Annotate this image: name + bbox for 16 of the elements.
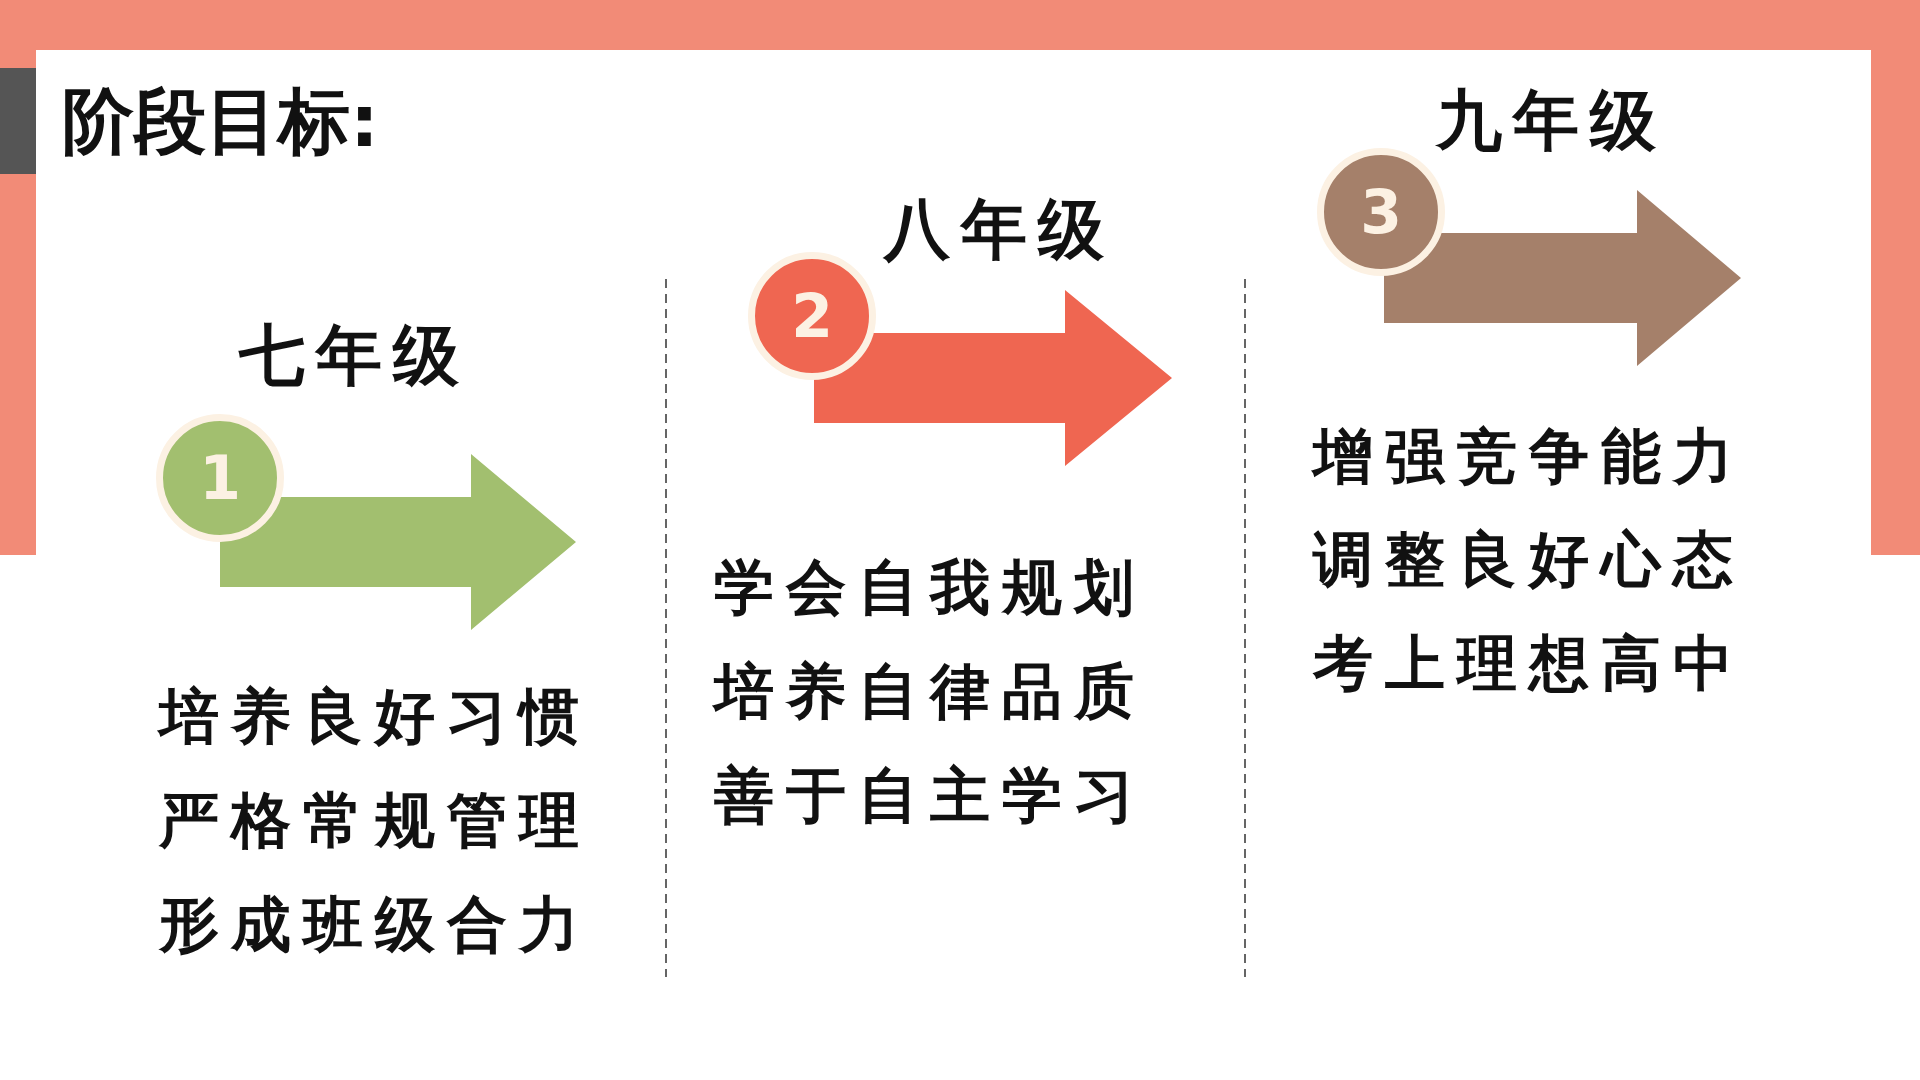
goal-text: 学会自我规划 (714, 551, 1146, 623)
goal-text: 培养良好习惯 (159, 680, 591, 752)
step-number: 1 (199, 448, 241, 508)
goal-text: 形成班级合力 (159, 888, 591, 960)
grade-heading: 八年级 (884, 190, 1115, 270)
step-number: 3 (1360, 182, 1402, 242)
goal-text: 增强竞争能力 (1313, 420, 1745, 492)
goal-text: 严格常规管理 (159, 784, 591, 856)
grade-heading: 七年级 (239, 316, 470, 396)
goal-text: 考上理想高中 (1313, 627, 1745, 699)
step-number: 2 (791, 286, 833, 346)
goal-text: 调整良好心态 (1313, 523, 1745, 595)
grade-heading: 九年级 (1436, 81, 1667, 161)
goal-text: 培养自律品质 (714, 655, 1146, 727)
page-title: 阶段目标: (62, 78, 379, 165)
goal-text: 善于自主学习 (714, 759, 1146, 831)
